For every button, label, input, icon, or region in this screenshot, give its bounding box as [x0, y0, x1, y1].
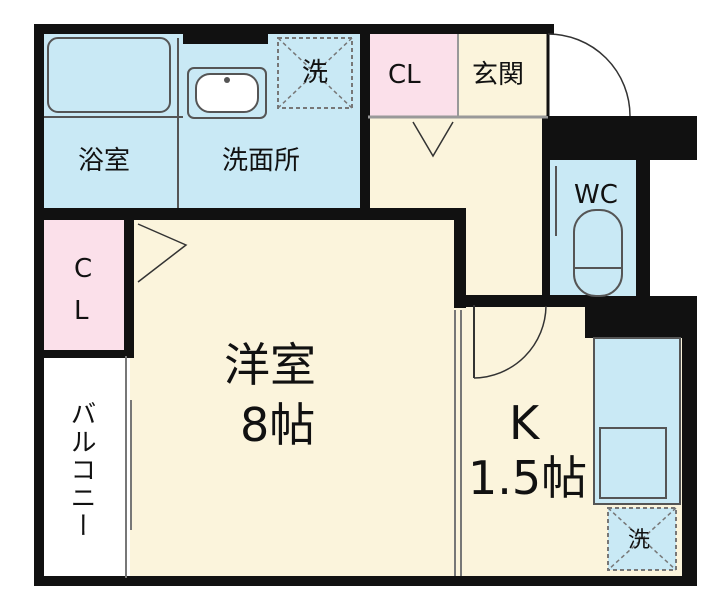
label-wc: WC	[574, 180, 618, 210]
label-washroom: 洗面所	[222, 146, 301, 176]
kitchen-sink	[599, 427, 667, 499]
closet-top	[368, 32, 458, 117]
label-western-room: 洋室	[224, 338, 316, 392]
label-washer-kitchen: 洗	[628, 528, 651, 553]
entrance	[458, 32, 548, 117]
bathtub	[47, 37, 171, 113]
hallway	[363, 117, 548, 217]
label-closet-left-c: C	[74, 254, 93, 284]
label-kitchen-size: 1.5帖	[468, 451, 588, 505]
label-closet-top: CL	[388, 60, 421, 90]
hallway-lower	[458, 210, 548, 305]
label-bath: 浴室	[78, 146, 131, 176]
label-entrance: 玄関	[472, 60, 525, 90]
label-balcony: バルコニー	[66, 400, 96, 540]
balcony	[40, 353, 130, 580]
western-room	[130, 218, 460, 580]
toilet	[573, 209, 623, 297]
label-western-size: 8帖	[240, 398, 316, 452]
label-closet-left-l: L	[74, 296, 89, 326]
label-washer-top: 洗	[302, 58, 329, 88]
closet-left	[40, 218, 130, 353]
label-kitchen: K	[509, 396, 540, 450]
